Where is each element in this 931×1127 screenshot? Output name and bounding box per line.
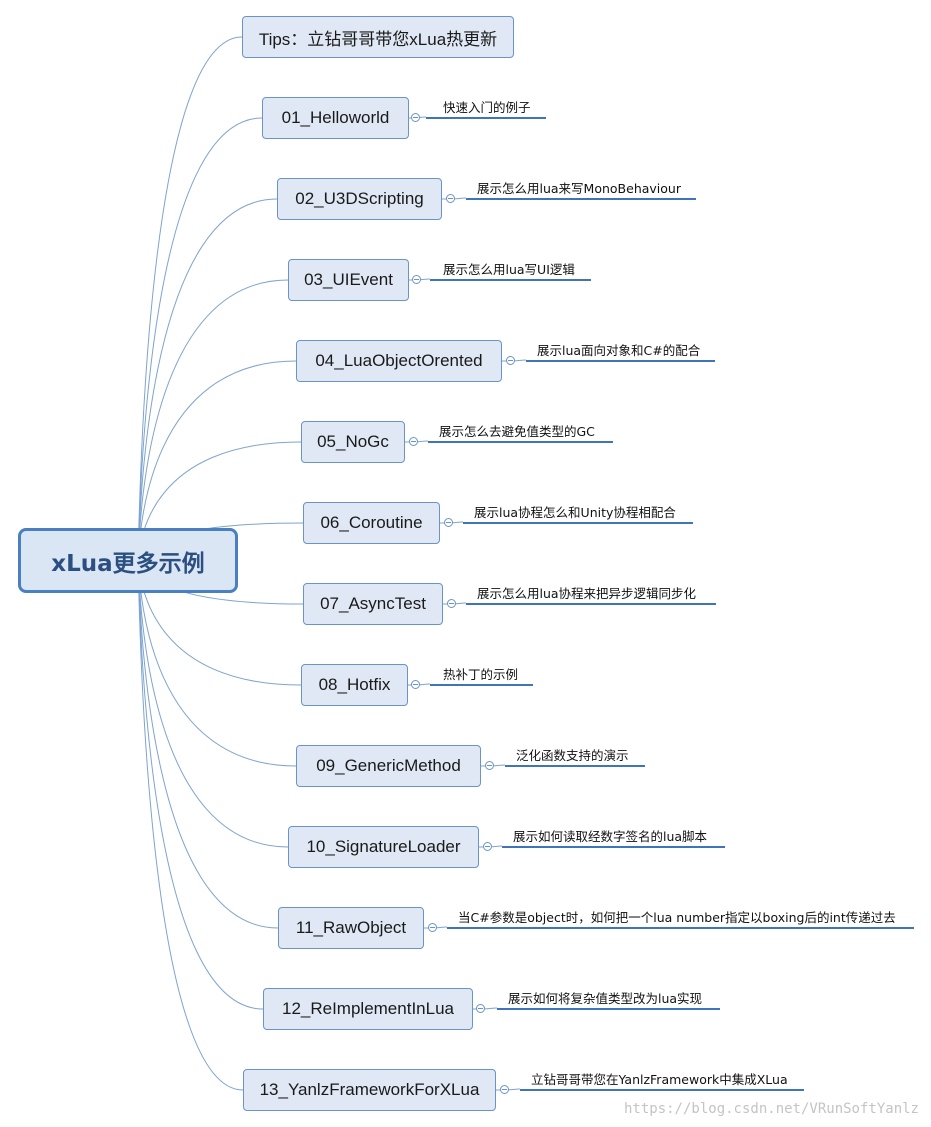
collapse-toggle-icon[interactable]: [444, 518, 453, 527]
connector-line: [137, 117, 263, 561]
topic-coroutine[interactable]: 06_Coroutine: [303, 502, 440, 544]
subtopic-underline: [430, 684, 533, 686]
connector-line: [137, 559, 279, 929]
subtopic-note[interactable]: 展示lua协程怎么和Unity协程相配合: [474, 505, 676, 520]
subtopic-note[interactable]: 展示怎么去避免值类型的GC: [439, 424, 595, 439]
topic-signatureloader[interactable]: 10_SignatureLoader: [288, 826, 479, 868]
subtopic-note[interactable]: 快速入门的例子: [443, 100, 531, 115]
collapse-toggle-icon[interactable]: [411, 680, 420, 689]
subtopic-underline: [526, 360, 715, 362]
tips-topic[interactable]: Tips：立钻哥哥带您xLua热更新: [242, 16, 514, 58]
topic-uievent[interactable]: 03_UIEvent: [288, 259, 409, 301]
topic-reimplementinlua[interactable]: 12_ReImplementInLua: [263, 988, 473, 1030]
collapse-toggle-icon[interactable]: [500, 1085, 509, 1094]
topic-rawobject[interactable]: 11_RawObject: [278, 907, 424, 949]
topic-asynctest[interactable]: 07_AsyncTest: [303, 583, 443, 625]
topic-genericmethod[interactable]: 09_GenericMethod: [296, 745, 481, 787]
topic-nogc[interactable]: 05_NoGc: [301, 421, 405, 463]
subtopic-note[interactable]: 展示如何将复杂值类型改为lua实现: [508, 991, 703, 1006]
collapse-toggle-icon[interactable]: [485, 761, 494, 770]
subtopic-note[interactable]: 展示怎么用lua来写MonoBehaviour: [477, 181, 681, 196]
collapse-toggle-icon[interactable]: [412, 275, 421, 284]
subtopic-note[interactable]: 当C#参数是object时，如何把一个lua number指定以boxing后的…: [458, 910, 896, 925]
topic-luaobjectorented[interactable]: 04_LuaObjectOrented: [296, 340, 502, 382]
connector-line: [137, 559, 244, 1091]
collapse-toggle-icon[interactable]: [411, 113, 420, 122]
subtopic-underline: [428, 441, 613, 443]
connector-line: [137, 36, 243, 561]
watermark: https://blog.csdn.net/VRunSoftYanlz: [623, 1101, 919, 1117]
subtopic-underline: [430, 279, 591, 281]
topic-helloworld[interactable]: 01_Helloworld: [262, 97, 409, 139]
connector-line: [137, 198, 278, 561]
subtopic-underline: [447, 927, 914, 929]
collapse-toggle-icon[interactable]: [409, 437, 418, 446]
subtopic-note[interactable]: 展示lua面向对象和C#的配合: [537, 343, 701, 358]
subtopic-note[interactable]: 泛化函数支持的演示: [516, 748, 629, 763]
subtopic-note[interactable]: 展示怎么用lua写UI逻辑: [443, 262, 575, 277]
subtopic-underline: [502, 846, 725, 848]
collapse-toggle-icon[interactable]: [446, 194, 455, 203]
subtopic-note[interactable]: 展示如何读取经数字签名的lua脚本: [513, 829, 708, 844]
subtopic-underline: [463, 522, 693, 524]
subtopic-underline: [520, 1089, 804, 1091]
topic-hotfix[interactable]: 08_Hotfix: [301, 664, 408, 706]
subtopic-underline: [505, 765, 645, 767]
collapse-toggle-icon[interactable]: [447, 599, 456, 608]
connector-line: [137, 559, 264, 1010]
topic-u3dscripting[interactable]: 02_U3DScripting: [277, 178, 442, 220]
collapse-toggle-icon[interactable]: [506, 356, 515, 365]
subtopic-underline: [426, 117, 546, 119]
subtopic-note[interactable]: 展示怎么用lua协程来把异步逻辑同步化: [477, 586, 697, 601]
subtopic-underline: [466, 603, 716, 605]
subtopic-note[interactable]: 热补丁的示例: [443, 667, 519, 682]
root-topic[interactable]: xLua更多示例: [18, 528, 238, 593]
subtopic-note[interactable]: 立钻哥哥带您在YanlzFramework中集成XLua: [531, 1072, 788, 1087]
collapse-toggle-icon[interactable]: [428, 923, 437, 932]
collapse-toggle-icon[interactable]: [476, 1004, 485, 1013]
subtopic-underline: [466, 198, 696, 200]
connector-line: [137, 279, 289, 561]
topic-yanlzframework[interactable]: 13_YanlzFrameworkForXLua: [243, 1069, 496, 1111]
collapse-toggle-icon[interactable]: [483, 842, 492, 851]
subtopic-underline: [497, 1008, 720, 1010]
